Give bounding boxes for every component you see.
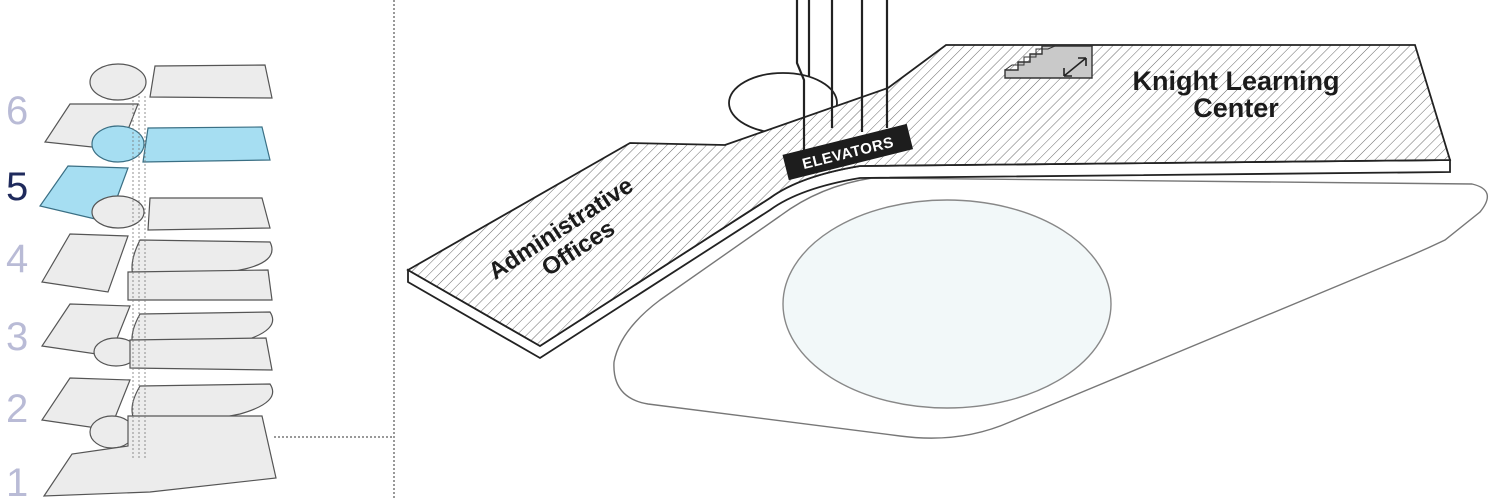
floor-number-6[interactable]: 6	[6, 89, 28, 133]
floor-number-4[interactable]: 4	[6, 237, 28, 281]
mini-floor-1[interactable]	[42, 415, 277, 497]
stairs-icon[interactable]	[1004, 45, 1093, 79]
knight-learning-center-label-line2: Center	[1193, 93, 1279, 123]
mini-floor-6[interactable]	[43, 63, 273, 151]
floor-number-1[interactable]: 1	[6, 461, 28, 500]
mini-floor-3[interactable]	[40, 303, 274, 371]
floor-stack	[39, 63, 277, 497]
knight-learning-center-label-line1: Knight Learning	[1133, 66, 1340, 96]
elevator-shafts	[795, 0, 889, 160]
atrium-opening	[782, 199, 1112, 409]
floor-number-3[interactable]: 3	[6, 315, 28, 359]
floor-number-2[interactable]: 2	[6, 387, 28, 431]
mini-floor-4[interactable]	[41, 195, 273, 301]
mini-shaft-lines	[132, 96, 146, 460]
floor-number-5[interactable]: 5	[6, 165, 28, 209]
floor-5-plan[interactable]	[406, 44, 1452, 348]
